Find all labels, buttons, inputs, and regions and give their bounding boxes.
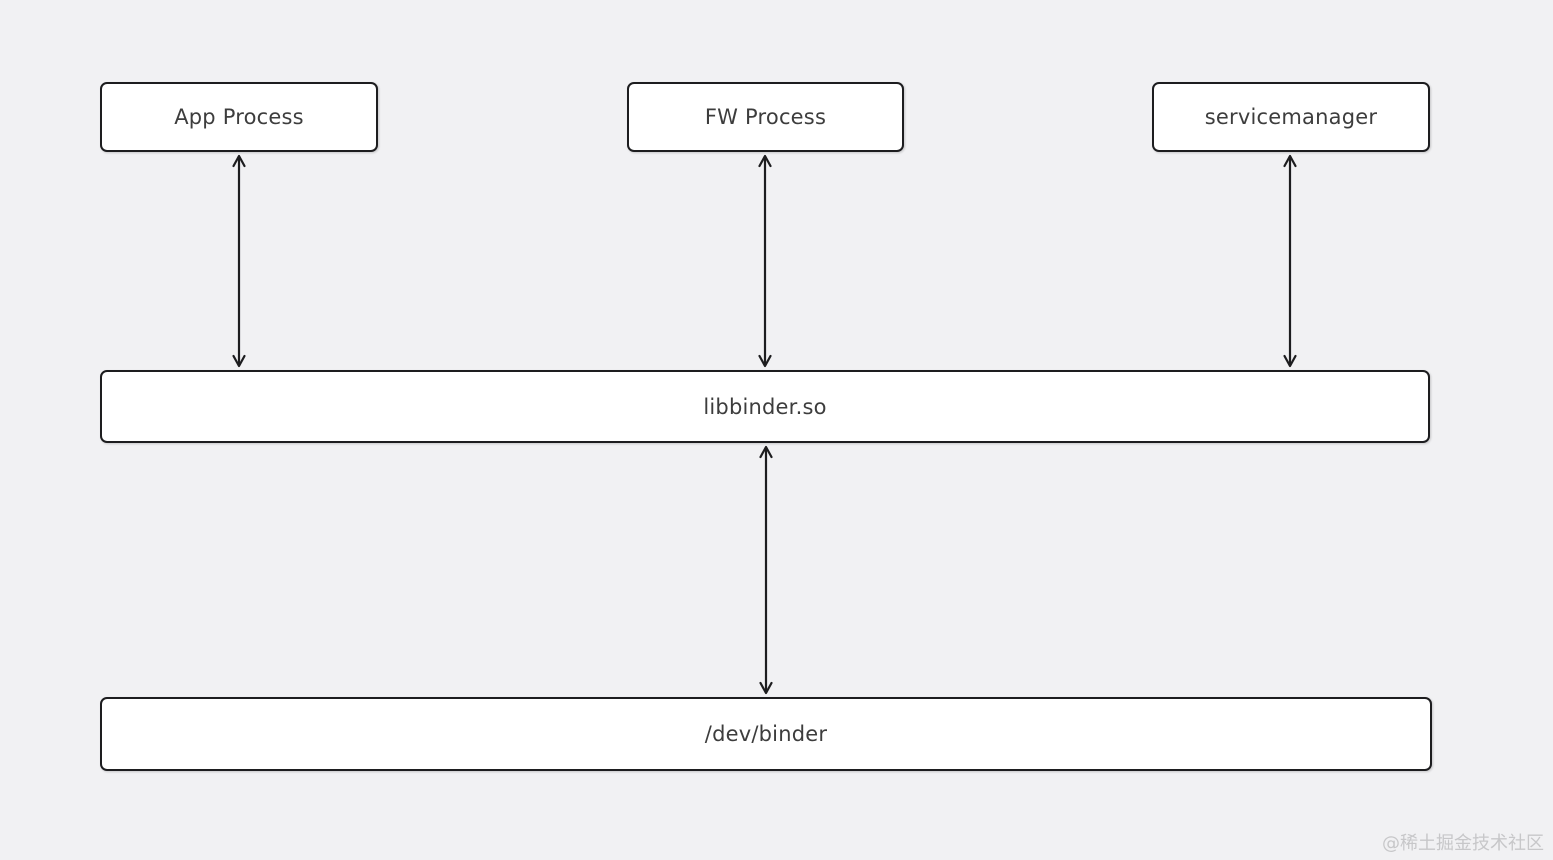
node-app-process: App Process [100,82,378,152]
node-libbinder-label: libbinder.so [703,394,827,419]
node-dev-binder-label: /dev/binder [704,722,828,746]
node-app-process-label: App Process [174,105,304,129]
watermark: @稀土掘金技术社区 [1382,833,1544,854]
node-servicemanager: servicemanager [1152,82,1430,152]
node-fw-process: FW Process [627,82,904,152]
node-dev-binder: /dev/binder [100,697,1432,771]
node-servicemanager-label: servicemanager [1204,105,1378,129]
node-libbinder: libbinder.so [100,370,1430,443]
node-fw-process-label: FW Process [704,105,827,129]
